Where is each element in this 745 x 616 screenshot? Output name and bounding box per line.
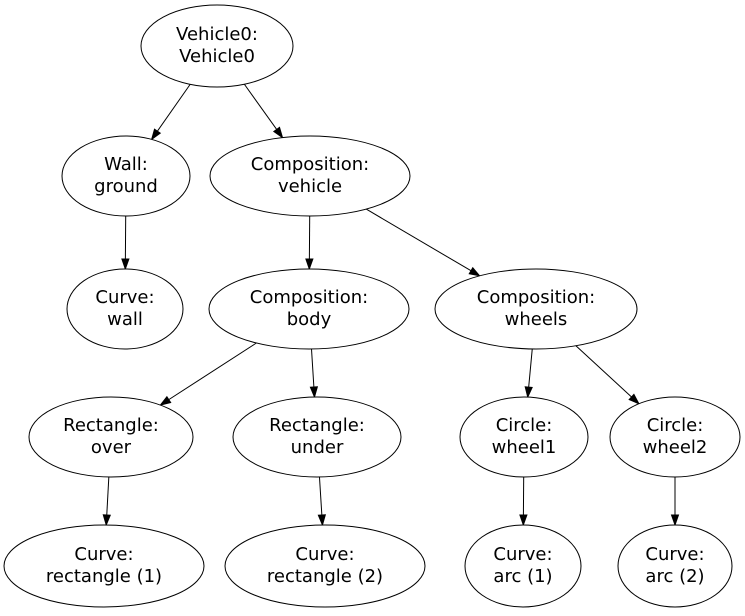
node-composition-vehicle-label-line2: vehicle: [278, 176, 342, 197]
node-curve-wall-label-line1: Curve:: [95, 287, 154, 308]
arrowhead-icon: [309, 386, 319, 399]
arrowhead-icon: [272, 126, 284, 139]
arrowhead-icon: [519, 514, 528, 527]
node-curve-rectangle-1-ellipse: [3, 524, 205, 608]
arrowhead-icon: [524, 386, 533, 399]
node-rectangle-over-label-line2: over: [91, 437, 132, 458]
node-circle-wheel2-ellipse: [609, 396, 741, 478]
node-composition-vehicle: Composition:vehicle: [209, 135, 411, 217]
edge-line: [318, 476, 323, 516]
node-curve-arc-2-label-line1: Curve:: [645, 544, 704, 565]
edge-line: [365, 208, 472, 272]
node-rectangle-over-ellipse: [28, 396, 194, 478]
edge-line: [311, 348, 315, 388]
node-composition-wheels-label-line1: Composition:: [477, 287, 595, 308]
arrowhead-icon: [628, 393, 640, 405]
node-vehicle0: Vehicle0:Vehicle0: [140, 4, 294, 88]
node-curve-arc-1-label-line1: Curve:: [493, 544, 552, 565]
node-curve-arc-1-ellipse: [464, 524, 582, 608]
node-circle-wheel2: Circle:wheel2: [609, 396, 741, 478]
edge-composition-wheels-to-circle-wheel1: [524, 348, 533, 399]
edge-circle-wheel2-to-curve-arc-2: [670, 477, 680, 527]
edge-line: [168, 342, 257, 401]
edge-composition-body-to-rectangle-under: [309, 348, 319, 399]
node-wall-ground-ellipse: [61, 135, 191, 217]
node-curve-rectangle-2-label-line2: rectangle (2): [267, 566, 383, 587]
node-wall-ground-label-line2: ground: [94, 176, 158, 197]
node-circle-wheel2-label-line1: Circle:: [647, 415, 704, 436]
node-curve-wall-label-line2: wall: [107, 309, 143, 330]
node-rectangle-over: Rectangle:over: [28, 396, 194, 478]
node-composition-body-label-line1: Composition:: [250, 287, 368, 308]
edge-composition-vehicle-to-composition-body: [305, 215, 314, 271]
node-curve-rectangle-1-label-line1: Curve:: [74, 544, 133, 565]
node-composition-wheels: Composition:wheels: [434, 268, 638, 350]
edge-vehicle0-to-wall-ground: [150, 84, 191, 141]
node-curve-rectangle-1-label-line2: rectangle (1): [46, 566, 162, 587]
arrowhead-icon: [317, 514, 327, 527]
arrowhead-icon: [670, 514, 680, 527]
node-curve-wall-ellipse: [66, 268, 184, 350]
node-rectangle-over-label-line1: Rectangle:: [63, 415, 159, 436]
arrowhead-icon: [121, 258, 130, 271]
edge-composition-vehicle-to-composition-wheels: [365, 208, 481, 277]
edge-circle-wheel1-to-curve-arc-1: [519, 476, 528, 527]
node-curve-rectangle-2-ellipse: [224, 524, 426, 608]
node-composition-vehicle-label-line1: Composition:: [251, 154, 369, 175]
node-rectangle-under: Rectangle:under: [232, 396, 402, 478]
node-wall-ground: Wall:ground: [61, 135, 191, 217]
edge-line: [106, 476, 110, 516]
node-rectangle-under-label-line2: under: [291, 437, 344, 458]
edge-rectangle-over-to-curve-rectangle-1: [102, 476, 111, 527]
node-curve-arc-2-label-line2: arc (2): [645, 566, 704, 587]
arrowhead-icon: [305, 258, 314, 271]
arrowhead-icon: [468, 266, 481, 277]
node-rectangle-under-label-line1: Rectangle:: [269, 415, 365, 436]
node-curve-arc-2: Curve:arc (2): [617, 524, 733, 608]
node-vehicle0-label-line2: Vehicle0: [179, 46, 255, 67]
node-composition-wheels-label-line2: wheels: [505, 309, 568, 330]
edge-line: [156, 84, 191, 132]
edge-rectangle-under-to-curve-rectangle-2: [317, 476, 327, 527]
node-vehicle0-label-line1: Vehicle0:: [176, 24, 258, 45]
edge-composition-wheels-to-circle-wheel2: [575, 345, 640, 405]
edge-line: [243, 83, 278, 130]
node-composition-vehicle-ellipse: [209, 135, 411, 217]
arrowhead-icon: [150, 128, 162, 141]
node-circle-wheel2-label-line2: wheel2: [643, 437, 708, 458]
node-circle-wheel1-label-line1: Circle:: [496, 415, 553, 436]
node-wall-ground-label-line1: Wall:: [104, 154, 148, 175]
node-vehicle0-ellipse: [140, 4, 294, 88]
edge-line: [575, 345, 632, 398]
node-curve-wall: Curve:wall: [66, 268, 184, 350]
node-curve-arc-2-ellipse: [617, 524, 733, 608]
edge-vehicle0-to-composition-vehicle: [243, 83, 284, 139]
node-composition-body: Composition:body: [208, 268, 410, 350]
node-curve-arc-1: Curve:arc (1): [464, 524, 582, 608]
node-curve-rectangle-2: Curve:rectangle (2): [224, 524, 426, 608]
node-curve-rectangle-2-label-line1: Curve:: [295, 544, 354, 565]
node-curve-rectangle-1: Curve:rectangle (1): [3, 524, 205, 608]
node-curve-arc-1-label-line2: arc (1): [493, 566, 552, 587]
edge-wall-ground-to-curve-wall: [121, 215, 130, 271]
node-rectangle-under-ellipse: [232, 396, 402, 478]
node-circle-wheel1-ellipse: [459, 396, 589, 478]
edge-composition-body-to-rectangle-over: [159, 342, 257, 406]
node-circle-wheel1: Circle:wheel1: [459, 396, 589, 478]
node-circle-wheel1-label-line2: wheel1: [492, 437, 557, 458]
node-composition-body-ellipse: [208, 268, 410, 350]
node-composition-wheels-ellipse: [434, 268, 638, 350]
edge-line: [528, 348, 533, 388]
arrowhead-icon: [102, 514, 111, 527]
node-composition-body-label-line2: body: [287, 309, 332, 330]
arrowhead-icon: [159, 395, 172, 406]
